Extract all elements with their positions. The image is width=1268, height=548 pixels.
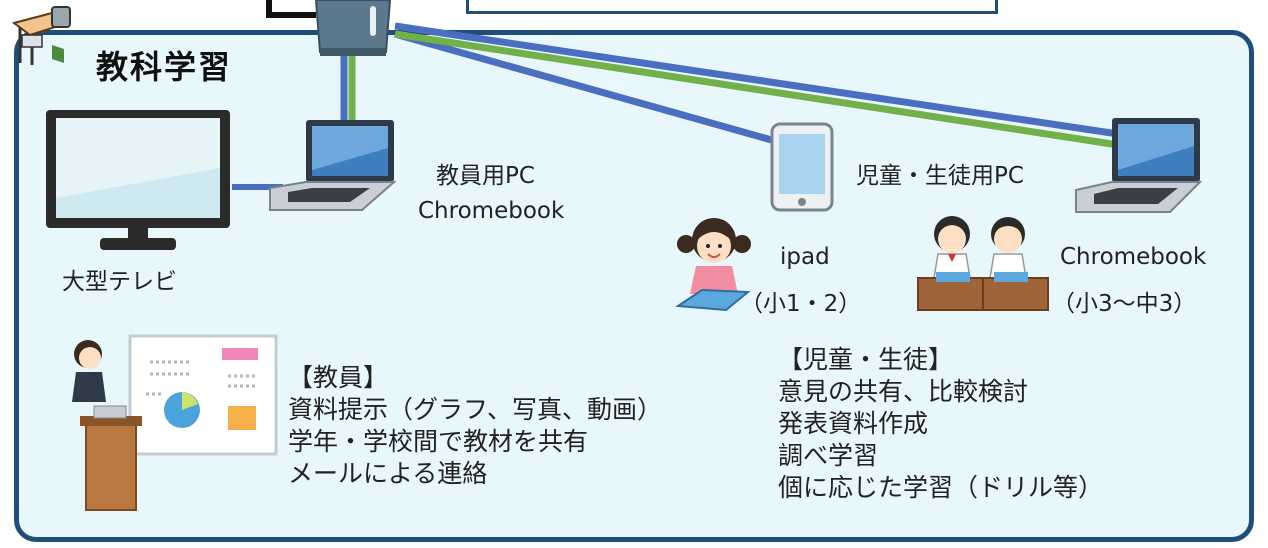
laptop-icon — [1075, 118, 1203, 213]
students-item: 発表資料作成 — [778, 409, 929, 438]
laptop-icon — [269, 120, 397, 211]
tablet-icon — [770, 122, 834, 212]
wall-connection — [266, 0, 316, 18]
chromebook-label: Chromebook — [1060, 244, 1207, 270]
students-item: 調べ学習 — [778, 441, 879, 470]
monitor-icon — [46, 110, 230, 250]
students-heading: 【児童・生徒】 — [778, 345, 954, 374]
wire-router-tablet — [394, 30, 801, 152]
desk-icon — [12, 6, 71, 65]
teacher-pc-label: 教員用PC — [436, 163, 535, 189]
whiteboard-icon — [128, 334, 278, 456]
wire-router-chromebook — [394, 22, 1126, 139]
ipad-label: ipad — [780, 244, 830, 270]
teacher-pc-model: Chromebook — [418, 198, 565, 224]
girl-student-icon — [675, 218, 751, 312]
student-pc-label: 児童・生徒用PC — [856, 163, 1024, 189]
wifi-router-chromebook — [394, 30, 1126, 150]
students-item: 個に応じた学習（ドリル等） — [778, 473, 1104, 502]
teacher-icon — [72, 334, 278, 511]
students-icon — [917, 216, 1049, 311]
page-title: 教科学習 — [96, 48, 233, 86]
students-item: 意見の共有、比較検討 — [778, 377, 1029, 406]
teacher-item: 学年・学校間で教材を共有 — [288, 427, 589, 456]
upper-frame-edge — [466, 0, 998, 14]
teacher-item: メールによる連絡 — [288, 459, 488, 488]
teacher-heading: 【教員】 — [288, 363, 389, 392]
chromebook-grades: （小3〜中3） — [1052, 291, 1197, 317]
ipad-grades: （小1・2） — [740, 291, 862, 317]
teacher-item: 資料提示（グラフ、写真、動画） — [288, 395, 663, 424]
router-icon — [314, 0, 392, 56]
tv-label: 大型テレビ — [62, 269, 177, 295]
